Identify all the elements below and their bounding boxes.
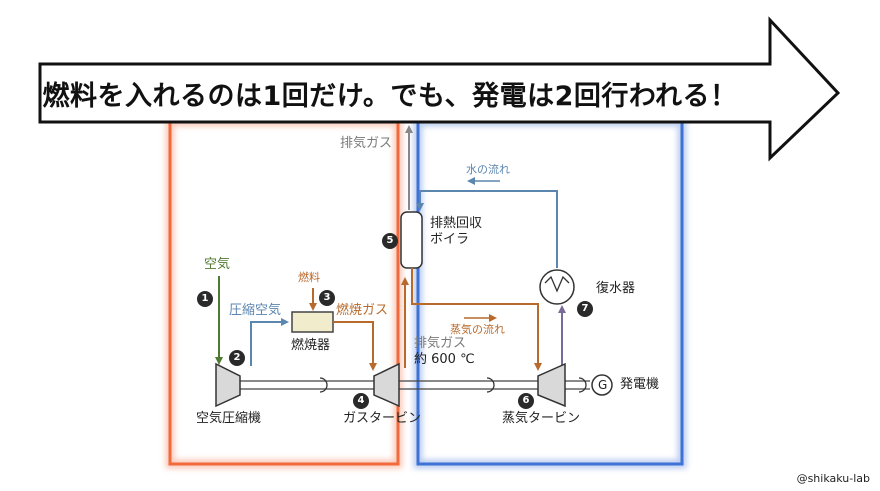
steam-turbine-label: 蒸気タービン — [502, 411, 581, 426]
shaft — [240, 380, 590, 390]
credit-text: @shikaku-lab — [796, 472, 870, 485]
steam-turbine-shape — [537, 362, 566, 408]
step-2-badge: 2 — [229, 350, 245, 366]
step-6-badge: 6 — [518, 393, 534, 409]
heat-recovery-boiler — [400, 211, 423, 269]
boiler-label-line2: ボイラ — [430, 232, 470, 247]
air-label: 空気 — [204, 257, 231, 272]
boiler-label-line1: 排熱回収 — [430, 216, 483, 231]
steam-flow-label: 蒸気の流れ — [450, 323, 505, 336]
compressed-air-label: 圧縮空気 — [229, 303, 282, 318]
step-7-badge: 7 — [577, 301, 593, 317]
fuel-label: 燃料 — [298, 271, 320, 284]
rotation-icon — [319, 377, 587, 393]
exhaust-temperature: 約 600 ℃ — [414, 352, 475, 367]
gas-turbine-label: ガスタービン — [343, 411, 422, 426]
combustor-box — [291, 311, 334, 333]
generator-label: 発電機 — [620, 377, 660, 392]
steam-flow-arrow — [411, 268, 542, 371]
combustor-label: 燃焼器 — [291, 338, 331, 353]
step-5-badge: 5 — [382, 233, 398, 249]
combustion-gas-arrow — [333, 321, 377, 371]
combustion-gas-label: 燃焼ガス — [336, 303, 389, 318]
exhaust-top-label: 排気ガス — [340, 136, 393, 151]
gas-turbine-shape — [373, 362, 400, 408]
generator-icon — [591, 374, 613, 396]
compressor-shape — [215, 362, 241, 408]
condenser-icon — [539, 269, 575, 305]
exhaust-mid-label: 排気ガス — [414, 336, 467, 351]
headline-text: 燃料を入れるのは1回だけ。でも、発電は2回行われる！ — [42, 80, 738, 112]
condenser-label: 復水器 — [596, 281, 636, 296]
step-3-badge: 3 — [319, 290, 335, 306]
compressor-label: 空気圧縮機 — [196, 411, 262, 426]
headline-arrow — [38, 16, 841, 162]
step-4-badge: 4 — [353, 393, 369, 409]
step-1-badge: 1 — [197, 291, 213, 307]
generator-symbol: G — [598, 378, 608, 392]
compressed-air-arrow — [250, 318, 289, 366]
water-flow-label: 水の流れ — [466, 163, 510, 176]
water-flow-arrow — [416, 190, 558, 268]
